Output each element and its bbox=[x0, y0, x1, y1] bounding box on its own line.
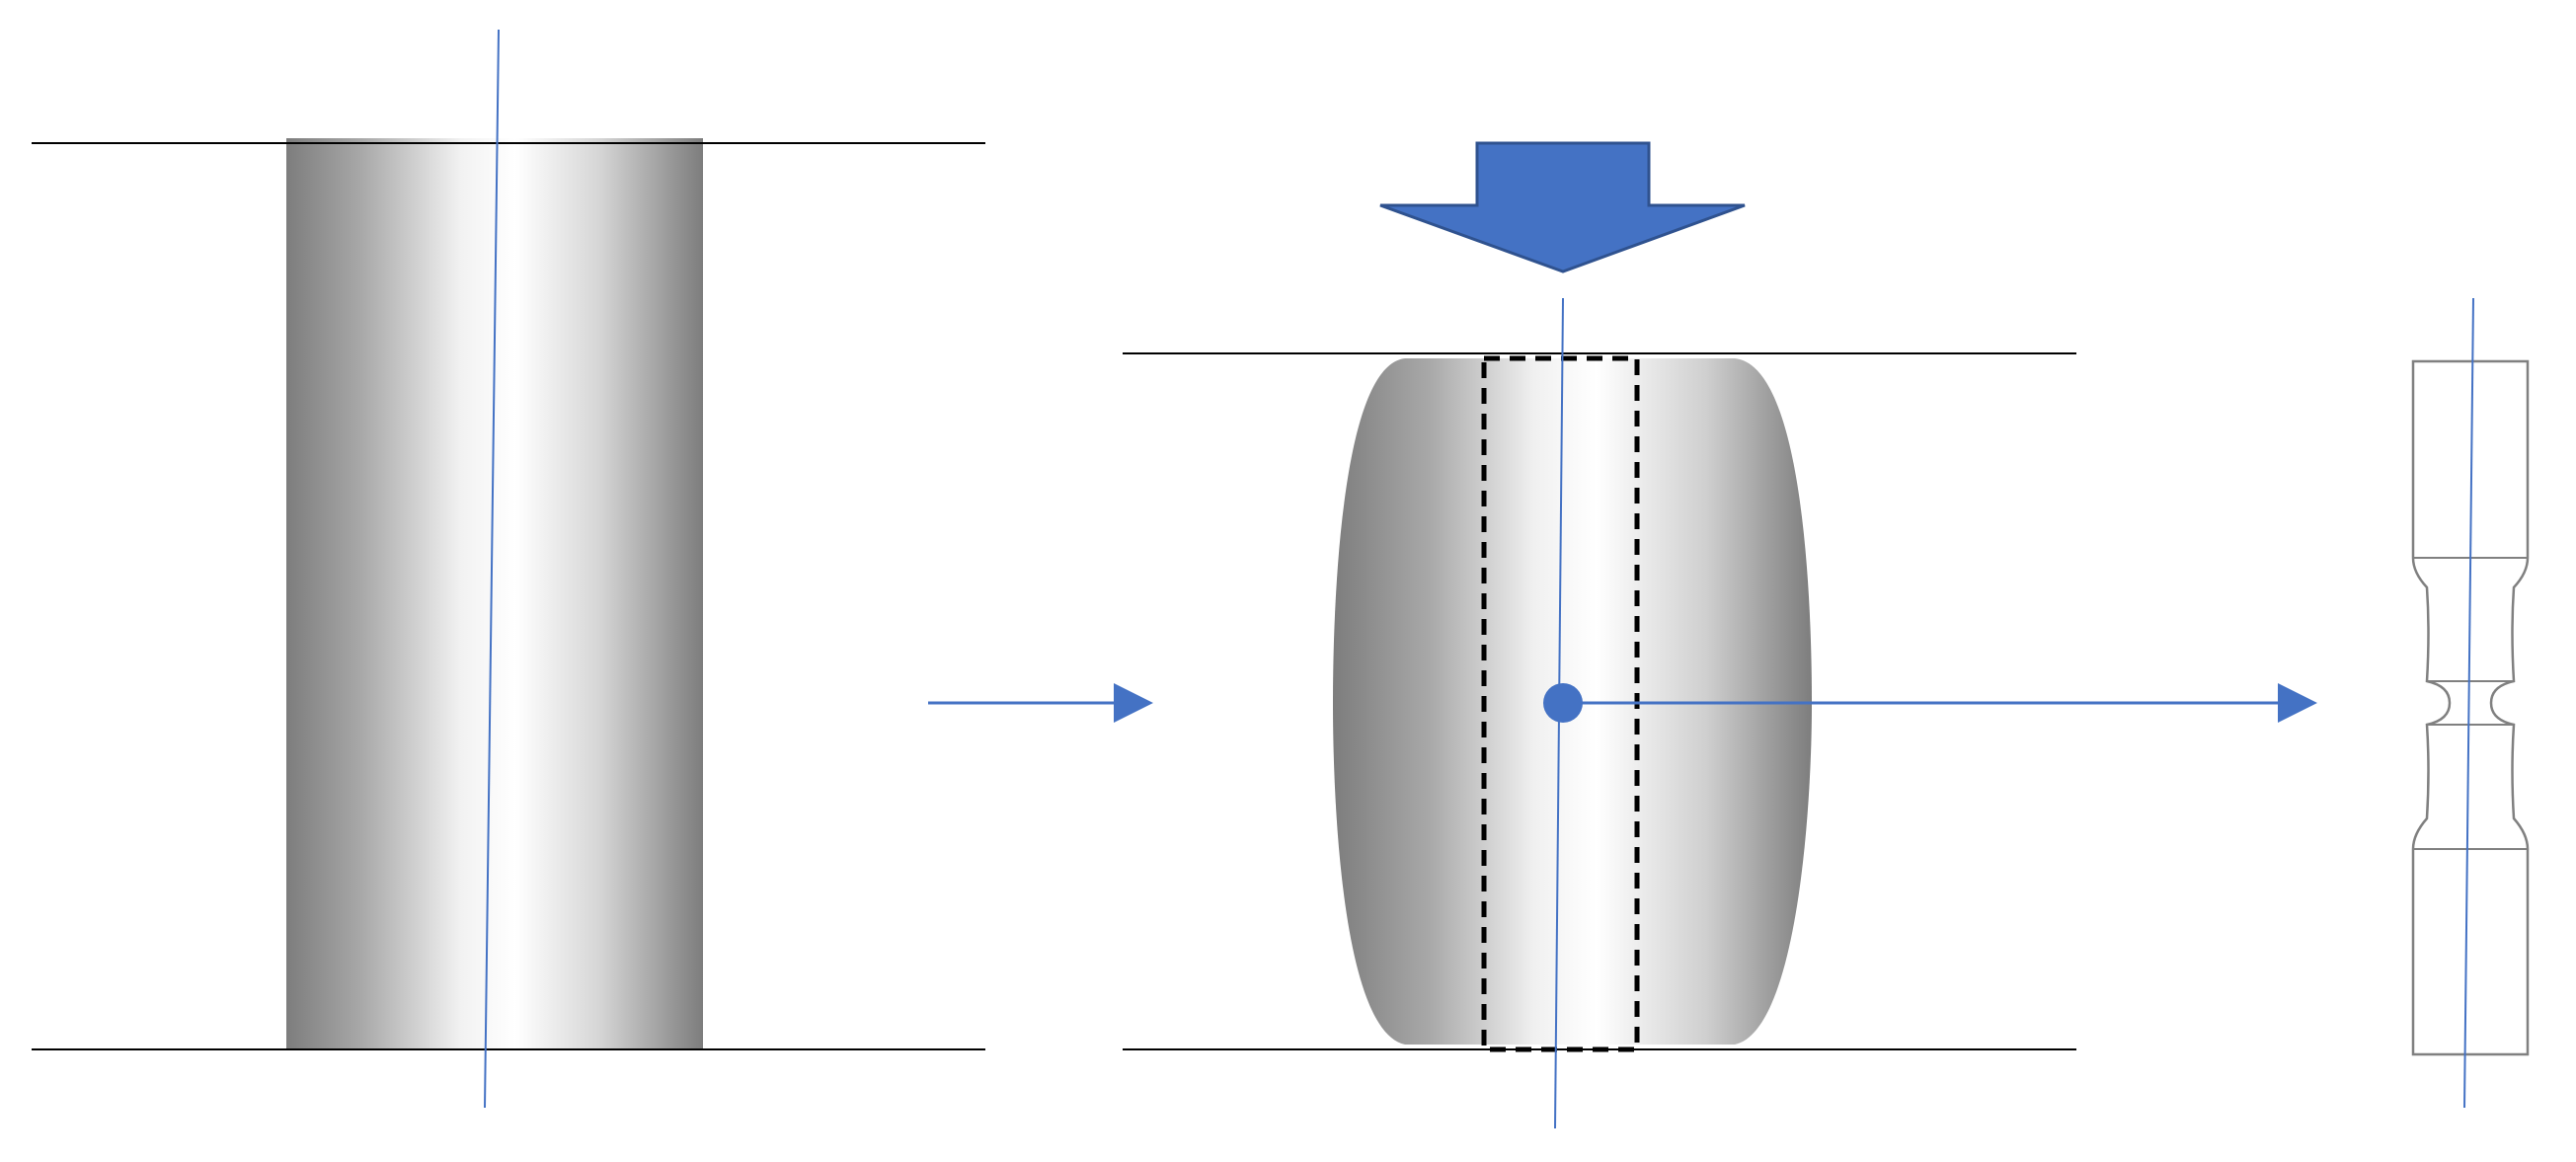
stage-compressed-cylinder bbox=[1123, 141, 2076, 1129]
right-arrow-icon bbox=[928, 683, 1153, 723]
down-arrow-icon bbox=[1379, 141, 1746, 273]
stage-original-cylinder bbox=[32, 29, 985, 1109]
tensile-specimen-outline bbox=[2411, 359, 2530, 1056]
specimen-axis-line bbox=[2463, 297, 2474, 1109]
cylinder-axis-line bbox=[484, 29, 500, 1109]
center-point-icon bbox=[1543, 683, 1583, 723]
right-arrow-icon bbox=[1580, 683, 2317, 723]
stage-tensile-specimen bbox=[2411, 297, 2530, 1109]
